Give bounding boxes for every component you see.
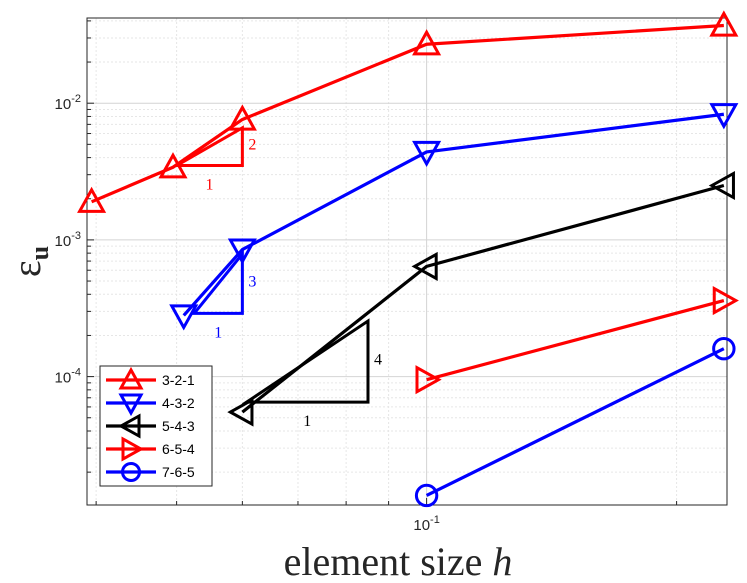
legend-label: 3-2-1 xyxy=(162,372,195,388)
data-point xyxy=(227,104,257,131)
data-point xyxy=(415,365,442,395)
series-line xyxy=(90,23,724,204)
series-line xyxy=(182,112,725,317)
legend-marker xyxy=(121,436,145,462)
series-line xyxy=(241,183,725,414)
ticks-layer: 10-1 10-2 10-3 10-4 xyxy=(55,20,678,534)
data-point xyxy=(77,186,107,213)
series-6-5-4 xyxy=(415,286,739,395)
slope-run-label: 1 xyxy=(303,413,311,430)
slope-run-label: 1 xyxy=(205,177,213,194)
legend-marker xyxy=(117,413,141,439)
legend: 3-2-1 4-3-2 5-4-3 6-5-4 7-6-5 xyxy=(99,365,213,487)
data-point xyxy=(712,336,736,361)
data-point xyxy=(227,238,257,265)
data-point xyxy=(708,170,735,201)
slope-run-label: 1 xyxy=(214,324,222,341)
x-axis-label: element size h xyxy=(284,539,513,578)
data-point xyxy=(712,286,739,316)
y-tick-label: 10-3 xyxy=(55,230,81,250)
data-point xyxy=(414,483,439,508)
series-line xyxy=(425,347,725,497)
data-point xyxy=(158,152,188,179)
data-point xyxy=(169,304,199,331)
series-4-3-2 xyxy=(169,103,739,331)
data-point xyxy=(709,10,739,37)
series-line xyxy=(426,299,725,382)
legend-marker xyxy=(118,393,144,417)
y-tick-label: 10-2 xyxy=(55,93,81,113)
legend-label: 6-5-4 xyxy=(162,441,195,457)
y-axis-label: εu xyxy=(4,246,54,277)
slope-rise-label: 4 xyxy=(374,352,382,369)
slope-rise-label: 2 xyxy=(248,137,256,154)
legend-marker xyxy=(121,462,141,482)
data-point xyxy=(411,251,438,281)
legend-label: 5-4-3 xyxy=(162,418,195,434)
slope-triangle-1 xyxy=(170,125,244,168)
slope-rise-label: 3 xyxy=(248,274,256,291)
data-point xyxy=(709,103,739,130)
y-tick-label: 10-4 xyxy=(55,367,81,387)
legend-label: 7-6-5 xyxy=(162,464,195,480)
legend-marker xyxy=(118,366,144,390)
series-5-4-3 xyxy=(227,170,735,427)
data-point xyxy=(412,140,442,168)
series-3-2-1 xyxy=(77,10,739,213)
legend-label: 4-3-2 xyxy=(162,395,195,411)
data-point xyxy=(227,397,254,427)
series-7-6-5 xyxy=(414,336,736,508)
slope-triangle-2 xyxy=(191,249,244,315)
series-layer xyxy=(77,10,739,508)
data-point xyxy=(412,29,442,56)
x-tick-label: 10-1 xyxy=(413,514,439,534)
